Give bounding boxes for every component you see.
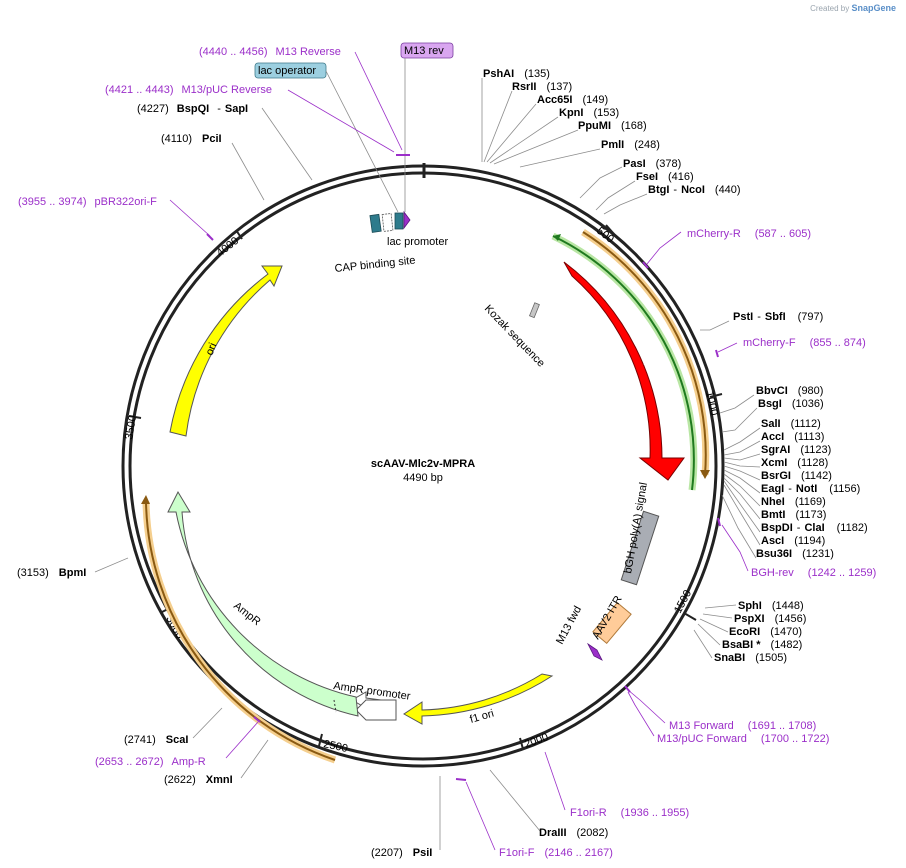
lac-operator-box-label: lac operator bbox=[258, 65, 316, 77]
enzyme-acci: AccI(1113) bbox=[761, 431, 824, 443]
bgh-polya-feature bbox=[620, 510, 660, 586]
tick-label-1000: 1000 bbox=[703, 390, 720, 416]
enzyme-pshai: PshAI(135) bbox=[483, 68, 550, 80]
mcherry-primer-track-orange bbox=[582, 231, 707, 476]
primer-pbr322ori-f: (3955 .. 3974)pBR322ori-F bbox=[18, 196, 157, 208]
mcherry-primer-arrowhead-2 bbox=[700, 470, 710, 479]
ampr-feature bbox=[167, 490, 359, 717]
primer-bgh-rev: BGH-rev(1242 .. 1259) bbox=[751, 567, 876, 579]
enzyme-pmli: PmlI(248) bbox=[601, 139, 660, 151]
ori-label: ori bbox=[204, 341, 220, 357]
enzyme-bbvci: BbvCI(980) bbox=[756, 385, 823, 397]
tick-label-3500: 3500 bbox=[123, 414, 139, 440]
primer-m13-puc-forward: M13/pUC Forward(1700 .. 1722) bbox=[657, 733, 829, 745]
lac-operator-feature bbox=[394, 212, 404, 230]
ampr-label: AmpR bbox=[231, 600, 263, 628]
tick-3500: 3500 bbox=[123, 414, 142, 441]
enzyme-xcmi: XcmI(1128) bbox=[761, 457, 828, 469]
enzyme-kpni: KpnI(153) bbox=[559, 107, 619, 119]
enzyme-bsabi: BsaBI *(1482) bbox=[722, 639, 802, 651]
enzyme-xmni: (2622)XmnI bbox=[164, 774, 233, 786]
primer-amp-r: (2653 .. 2672)Amp-R bbox=[95, 756, 206, 768]
tick-label-2500: 2500 bbox=[322, 738, 348, 755]
m13-rev-box-label: M13 rev bbox=[404, 45, 444, 57]
m13-rev-box bbox=[400, 42, 454, 59]
enzyme-sali: SalI(1112) bbox=[761, 418, 821, 430]
enzyme-rsrii: RsrII(137) bbox=[512, 81, 572, 93]
primer-mcherry-r: mCherry-R(587 .. 605) bbox=[687, 228, 811, 240]
enzyme-fsei: FseI(416) bbox=[636, 171, 694, 183]
primer-m13-puc-reverse: (4421 .. 4443)M13/pUC Reverse bbox=[105, 84, 272, 96]
enzyme-bsrgi: BsrGI(1142) bbox=[761, 470, 832, 482]
enzyme-snabi: SnaBI(1505) bbox=[714, 652, 787, 664]
plasmid-name: scAAV-Mlc2v-MPRA bbox=[371, 458, 475, 470]
enzyme-asci: AscI(1194) bbox=[761, 535, 825, 547]
enzyme-pcii: (4110)PciI bbox=[161, 133, 222, 145]
m13-fwd-feature bbox=[586, 642, 603, 661]
primer-leaders bbox=[169, 51, 749, 851]
f1-ori-label: f1 ori bbox=[469, 708, 496, 726]
tick-label-2000: 2000 bbox=[523, 731, 550, 751]
enzyme-pasi: PasI(378) bbox=[623, 158, 681, 170]
primer-m13-reverse: (4440 .. 4456)M13 Reverse bbox=[199, 46, 341, 58]
mcherry-primer-track-green bbox=[552, 235, 695, 491]
primer-labels: mCherry-R(587 .. 605) mCherry-F(855 .. 8… bbox=[18, 46, 876, 859]
enzyme-ecori: EcoRI(1470) bbox=[729, 626, 802, 638]
primer-mcherry-f: mCherry-F(855 .. 874) bbox=[743, 337, 866, 349]
mcherry-primer-arrowhead bbox=[553, 234, 561, 241]
enzyme-nhei: NheI(1169) bbox=[761, 496, 826, 508]
enzyme-leaders-right bbox=[94, 78, 761, 850]
kozak-label: Kozak sequence bbox=[482, 303, 547, 370]
cap-site-label: CAP binding site bbox=[334, 255, 416, 275]
enzyme-pspxi: PspXI(1456) bbox=[734, 613, 806, 625]
lac-operator-leader bbox=[325, 70, 399, 213]
enzyme-sphi: SphI(1448) bbox=[738, 600, 804, 612]
enzyme-draiii: DraIII(2082) bbox=[539, 827, 608, 839]
enzyme-scai: (2741)ScaI bbox=[124, 734, 188, 746]
enzyme-psti-sbfi: PstI-SbfI(797) bbox=[733, 311, 823, 323]
ori-feature bbox=[169, 265, 283, 437]
primer-markers bbox=[206, 154, 721, 781]
m13-fwd-label: M13 fwd bbox=[554, 604, 584, 646]
tick-1000: 1000 bbox=[703, 390, 723, 417]
enzyme-bsgi: BsgI(1036) bbox=[758, 398, 824, 410]
enzyme-bsu36i: Bsu36I(1231) bbox=[756, 548, 834, 560]
m13-rev-feature bbox=[403, 210, 411, 230]
aav2-itr-feature bbox=[592, 601, 632, 645]
primer-m13-forward: M13 Forward(1691 .. 1708) bbox=[669, 720, 816, 732]
plasmid-length: 4490 bp bbox=[403, 472, 443, 484]
snapgene-credit: Created by SnapGene bbox=[810, 3, 896, 13]
kozak-feature bbox=[529, 302, 540, 319]
primer-f1ori-f: F1ori-F(2146 .. 2167) bbox=[499, 847, 613, 859]
lac-operator-box bbox=[254, 62, 327, 79]
enzyme-bmti: BmtI(1173) bbox=[761, 509, 826, 521]
enzyme-acc65i: Acc65I(149) bbox=[537, 94, 608, 106]
enzyme-sgrai: SgrAI(1123) bbox=[761, 444, 831, 456]
enzyme-labels: PshAI(135) RsrII(137) Acc65I(149) KpnI(1… bbox=[17, 68, 868, 859]
enzyme-eagi-noti: EagI-NotI(1156) bbox=[761, 483, 860, 495]
f1-ori-feature bbox=[403, 673, 554, 725]
enzyme-bpmi: (3153)BpmI bbox=[17, 567, 86, 579]
ampr-primer-track bbox=[145, 501, 336, 761]
tick-2500: 2500 bbox=[318, 733, 349, 755]
ampr-primer-arrowhead bbox=[141, 495, 150, 504]
lac-promoter-feature bbox=[381, 213, 394, 232]
enzyme-psii: (2207)PsiI bbox=[371, 847, 432, 859]
ampr-promoter-arrow bbox=[355, 699, 397, 721]
enzyme-btgi-ncoi: BtgI-NcoI(440) bbox=[648, 184, 741, 196]
cap-binding-site-feature bbox=[369, 213, 382, 233]
enzyme-bspqi-sapi: (4227)BspQI-SapI bbox=[137, 103, 248, 115]
enzyme-ppumi: PpuMI(168) bbox=[578, 120, 647, 132]
enzyme-bspdi-clai: BspDI-ClaI(1182) bbox=[761, 522, 868, 534]
mcherry-feature bbox=[563, 261, 685, 481]
lac-promoter-label: lac promoter bbox=[387, 236, 448, 248]
primer-f1ori-r: F1ori-R(1936 .. 1955) bbox=[570, 807, 689, 819]
